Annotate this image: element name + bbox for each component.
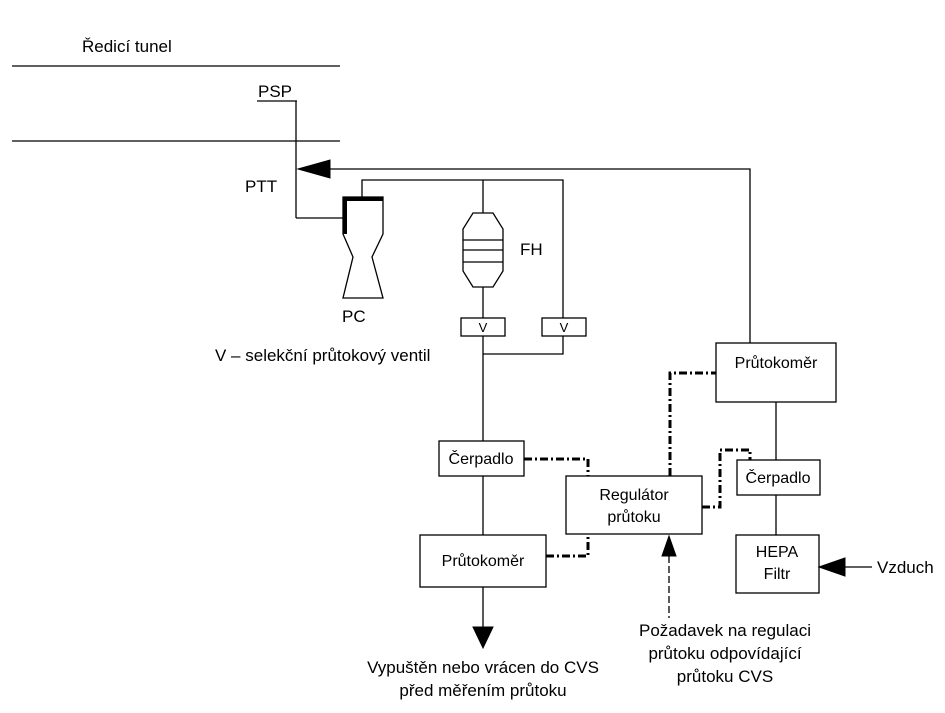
- pump-right: Čerpadlo: [736, 459, 821, 496]
- exhaust-note-line-1: Vypuštěn nebo vrácen do CVS: [367, 658, 599, 677]
- ptt-label: PTT: [245, 177, 277, 196]
- bypass-return-line: [330, 168, 751, 343]
- flow-controller-label-2: průtoku: [607, 508, 660, 526]
- flowmeter-left-label: Průtokoměr: [442, 552, 525, 570]
- signal-pump-to-controller: [524, 457, 590, 476]
- hepa-filter-label-1: HEPA: [756, 544, 799, 561]
- flowmeter-left-box: [419, 534, 547, 588]
- pump-right-box: [736, 459, 821, 496]
- air-label: Vzduch: [877, 558, 934, 577]
- air-inlet-arrow-head: [817, 557, 846, 577]
- tunnel-label: Ředicí tunel: [82, 37, 172, 56]
- valve-right-body: [541, 317, 587, 337]
- request-note-line-3: průtoku CVS: [677, 667, 773, 686]
- pc-outlet-manifold: [361, 179, 564, 318]
- pump-left-label: Čerpadlo: [449, 449, 514, 468]
- flowmeter-right-label: Průtokoměr: [735, 354, 818, 372]
- flowmeter-right-box: [715, 342, 837, 403]
- probe-psp: PSP: [257, 82, 297, 218]
- exhaust-note: Vypuštěn nebo vrácen do CVS před měřením…: [367, 658, 599, 700]
- hepa-filter-box: [735, 534, 820, 594]
- pre-classifier-pc: PC: [342, 196, 384, 326]
- flow-controller-box: [565, 475, 703, 535]
- valve-right: V: [541, 317, 587, 337]
- valve-caption: V – selekční průtokový ventil: [215, 346, 430, 365]
- valve-left-label: V: [479, 320, 488, 335]
- filter-holder-fh: FH: [462, 212, 543, 288]
- pc-label: PC: [342, 307, 366, 326]
- request-arrow-head: [661, 534, 677, 557]
- exhaust-note-line-2: před měřením průtoku: [399, 681, 566, 700]
- request-note-line-2: průtoku odpovídající: [648, 644, 801, 663]
- valve-right-label: V: [560, 320, 569, 335]
- fh-label: FH: [520, 240, 543, 259]
- return-arrow-head: [296, 159, 331, 179]
- pump-left: Čerpadlo: [438, 440, 525, 477]
- signal-controller-to-pump-right: [702, 448, 752, 509]
- request-note: Požadavek na regulaci průtoku odpovídají…: [639, 621, 811, 686]
- hepa-filter: HEPA Filtr: [735, 534, 820, 594]
- psp-label: PSP: [258, 82, 292, 101]
- flowmeter-left: Průtokoměr: [419, 534, 547, 588]
- signal-flowmeter-to-controller: [546, 534, 590, 558]
- dilution-tunnel: Ředicí tunel: [12, 37, 340, 142]
- hepa-filter-label-2: Filtr: [764, 566, 791, 583]
- request-note-line-1: Požadavek na regulaci: [639, 621, 811, 640]
- flowmeter-right: Průtokoměr: [715, 342, 837, 403]
- signal-controller-to-flowmeter-right: [668, 371, 716, 476]
- pump-right-label: Čerpadlo: [746, 468, 811, 487]
- flow-controller: Regulátor průtoku: [565, 475, 703, 535]
- valve-left: V: [460, 317, 506, 337]
- valve-right-out-line: [483, 336, 564, 355]
- pc-body: [342, 196, 384, 299]
- exhaust-arrow-head: [472, 626, 494, 650]
- flow-controller-label-1: Regulátor: [599, 487, 669, 504]
